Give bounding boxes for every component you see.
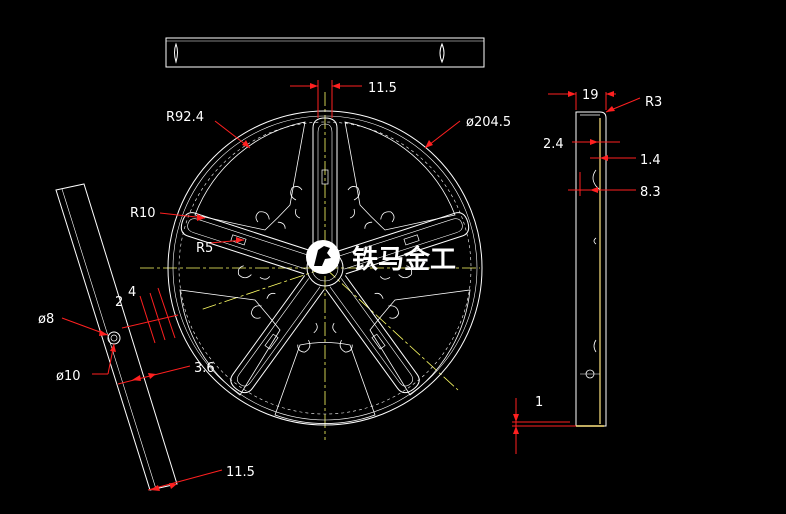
dim-side-thickness: 2.4 bbox=[543, 137, 564, 152]
dim-small-radius: R5 bbox=[196, 241, 213, 256]
dim-hole-large: ø10 bbox=[56, 369, 81, 384]
plate-spoke bbox=[290, 117, 360, 250]
slanted-arm-view bbox=[55, 183, 178, 491]
dim-outer-diameter: ø204.5 bbox=[466, 115, 511, 130]
top-strip-outline bbox=[165, 37, 485, 68]
top-strip-view bbox=[165, 37, 485, 68]
side-profile-outline bbox=[575, 111, 607, 427]
dim-side-bottom: 1 bbox=[535, 395, 543, 410]
dim-arm-offset-b: 2 bbox=[115, 295, 123, 310]
round-plate-view bbox=[167, 110, 483, 426]
dim-outer-radius: R92.4 bbox=[166, 110, 204, 125]
dimension-lines bbox=[61, 80, 641, 491]
arm-hole-inner bbox=[110, 334, 118, 342]
dim-side-depth: 8.3 bbox=[640, 185, 661, 200]
plate-outer-circle bbox=[167, 110, 483, 426]
logo-text: 铁马金工 bbox=[352, 244, 456, 275]
dim-side-radius: R3 bbox=[645, 95, 662, 110]
horse-head-icon bbox=[306, 240, 340, 274]
dim-arm-offset-a: 4 bbox=[128, 285, 136, 300]
watermark-logo: 铁马金工 bbox=[306, 240, 456, 275]
top-strip-slot-right bbox=[439, 42, 445, 64]
dim-side-gap: 1.4 bbox=[640, 153, 661, 168]
dim-arm-offset-c: 3.6 bbox=[194, 361, 215, 376]
side-profile-view bbox=[575, 111, 607, 427]
top-strip-slot-left bbox=[174, 42, 178, 64]
dim-inner-radius: R10 bbox=[130, 206, 156, 221]
dim-hole-small: ø8 bbox=[38, 312, 54, 327]
dim-top-width: 11.5 bbox=[368, 81, 397, 96]
dim-side-width: 19 bbox=[582, 88, 599, 103]
arm-hole-outer bbox=[107, 331, 121, 345]
dim-arm-width: 11.5 bbox=[226, 465, 255, 480]
dimension-labels: 11.5 R92.4 ø204.5 R10 R5 19 R3 2.4 1.4 8… bbox=[38, 81, 662, 480]
